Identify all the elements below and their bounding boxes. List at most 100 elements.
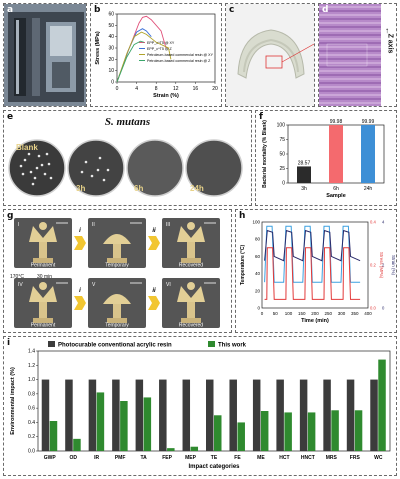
legend-entry: This work bbox=[218, 343, 247, 349]
panel-e-title: S. mutans bbox=[104, 116, 151, 128]
data-label: 99.99 bbox=[362, 119, 375, 125]
right-tick-label: 2 bbox=[382, 263, 385, 268]
panel-label: f bbox=[259, 112, 263, 122]
panel-label: i bbox=[7, 338, 11, 348]
dish-3h bbox=[67, 139, 125, 197]
panel-c: c bbox=[225, 3, 315, 107]
panel-label: g bbox=[7, 211, 14, 221]
shape-memory-sequence: IPermanentiIITemporaryiiIIIRecoveredIVPe… bbox=[14, 218, 220, 329]
x-tick-label: MEP bbox=[185, 455, 197, 461]
tick-label: 25 bbox=[279, 166, 285, 172]
legend-swatch bbox=[48, 341, 55, 347]
toy-base bbox=[107, 318, 127, 323]
colony bbox=[33, 176, 37, 180]
tick-label: 75 bbox=[279, 137, 285, 143]
colony bbox=[21, 172, 25, 176]
bar-WC-1 bbox=[378, 359, 386, 451]
toy-base bbox=[33, 318, 53, 323]
legend-swatch bbox=[208, 341, 215, 347]
x-axis-label: Time (min) bbox=[301, 318, 329, 324]
bar-FEP-1 bbox=[167, 448, 175, 451]
right-tick-label: 0.4 bbox=[370, 220, 376, 225]
tick-label: 0 bbox=[257, 306, 260, 311]
tick-label: 100 bbox=[252, 220, 260, 225]
tick-label: 350 bbox=[351, 311, 359, 316]
toy-stem bbox=[187, 242, 195, 258]
colony bbox=[19, 164, 23, 168]
bar-OD-1 bbox=[73, 438, 81, 451]
step-label: i bbox=[79, 228, 81, 234]
panel-e: e S. mutans Blank 3h 6h 24h bbox=[3, 110, 252, 206]
bar-HCT-1 bbox=[284, 412, 292, 451]
legend-entry: Photocurable conventional acrylic resin bbox=[58, 343, 172, 349]
y-axis-label: Bacterial mortality (% Blank) bbox=[262, 120, 268, 188]
panel-label: h bbox=[239, 211, 246, 221]
arrow-chevron bbox=[148, 296, 160, 310]
microscope-image bbox=[319, 4, 381, 106]
toy-head bbox=[187, 222, 195, 230]
tick-label: 10 bbox=[108, 68, 114, 74]
toy-head bbox=[187, 282, 195, 290]
x-tick-label: PMF bbox=[115, 455, 126, 461]
toy-top bbox=[29, 286, 57, 302]
tick-label: 40 bbox=[255, 271, 261, 276]
x-tick-label: OD bbox=[69, 455, 77, 461]
panel-d: d Z axis ↑ bbox=[318, 3, 397, 107]
bar-MRS-0 bbox=[323, 379, 331, 451]
series-line-2 bbox=[116, 31, 172, 83]
tick-label: 100 bbox=[285, 311, 293, 316]
x-axis-label: Impact categories bbox=[188, 464, 240, 470]
bar-3h bbox=[297, 166, 311, 183]
toy-top bbox=[177, 286, 205, 302]
colony bbox=[106, 168, 110, 172]
tick-label: 0.4 bbox=[28, 420, 35, 426]
colony bbox=[102, 178, 106, 182]
tick-label: 0.8 bbox=[28, 391, 35, 397]
x-tick-label: MRS bbox=[326, 455, 338, 461]
x-tick-label: FEP bbox=[162, 455, 172, 461]
state-numeral: III bbox=[166, 222, 170, 228]
bar-IR-0 bbox=[88, 379, 97, 451]
state-label: Temporary bbox=[105, 263, 129, 269]
y-axis-label: Stress (MPa) bbox=[95, 31, 101, 64]
colony bbox=[40, 163, 44, 167]
tick-label: 100 bbox=[277, 123, 286, 129]
colony bbox=[43, 172, 47, 176]
plot-frame bbox=[261, 221, 369, 309]
bar-ME-0 bbox=[252, 379, 261, 451]
state-label: Permanent bbox=[31, 323, 56, 329]
z-axis-arrow: ↑ bbox=[385, 26, 389, 35]
condition-time: 30 min bbox=[37, 274, 53, 280]
x-tick-label: ME bbox=[257, 455, 265, 461]
toy-top bbox=[29, 226, 57, 242]
right-axis-label: Strain (%) bbox=[391, 255, 396, 276]
toy-head bbox=[39, 282, 47, 290]
colony bbox=[29, 170, 33, 174]
legend-entry: Petroleum-based commercial resin @ XY bbox=[147, 53, 214, 57]
tick-label: 60 bbox=[255, 254, 261, 259]
colony bbox=[23, 158, 27, 162]
tick-label: 50 bbox=[279, 152, 285, 158]
tick-label: 20 bbox=[255, 288, 261, 293]
colony bbox=[45, 152, 49, 156]
tick-label: 1.4 bbox=[28, 349, 35, 355]
x-tick-label: 6h bbox=[333, 186, 339, 192]
x-tick-label: HCT bbox=[279, 455, 289, 461]
state-numeral: IV bbox=[18, 282, 23, 288]
bacterial-mortality-chart: 025507510028.573h99.986h99.9924hSampleBa… bbox=[262, 119, 385, 199]
toy-base bbox=[107, 258, 127, 263]
tick-label: 12 bbox=[173, 86, 179, 92]
tick-label: 400 bbox=[364, 311, 372, 316]
dental-print-photo bbox=[226, 4, 314, 106]
colony bbox=[37, 154, 41, 158]
tick-label: 0.0 bbox=[28, 449, 35, 455]
x-tick-label: FE bbox=[234, 455, 241, 461]
bar-OD-0 bbox=[65, 379, 73, 451]
x-tick-label: IR bbox=[94, 455, 99, 461]
panel-label: b bbox=[94, 5, 101, 15]
state-label: Temporary bbox=[105, 323, 129, 329]
tick-label: 50 bbox=[108, 23, 114, 29]
